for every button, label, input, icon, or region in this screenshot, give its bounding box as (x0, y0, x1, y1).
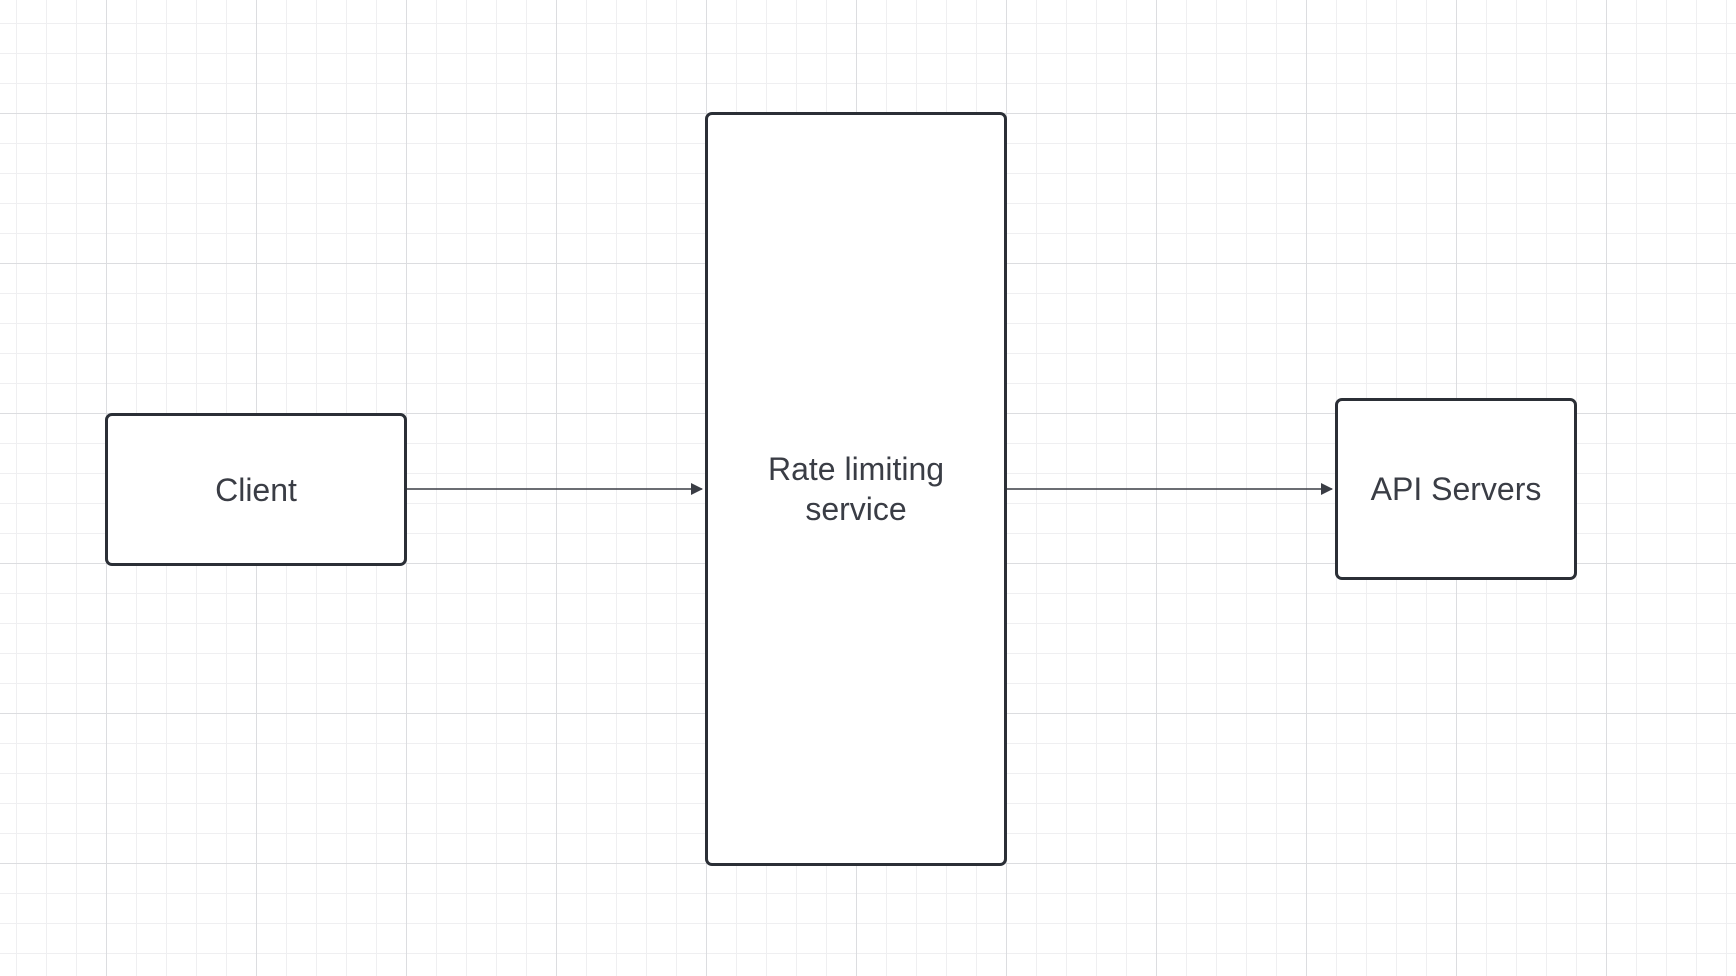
api-servers-label: API Servers (1370, 471, 1542, 507)
client-node[interactable]: Client (105, 413, 407, 566)
client-label: Client (215, 471, 297, 508)
rate-limiting-service-node[interactable]: Rate limiting service (705, 112, 1007, 866)
api-servers-node[interactable]: API Servers (1335, 398, 1577, 580)
rate-limiting-service-label: Rate limiting service (767, 451, 945, 527)
